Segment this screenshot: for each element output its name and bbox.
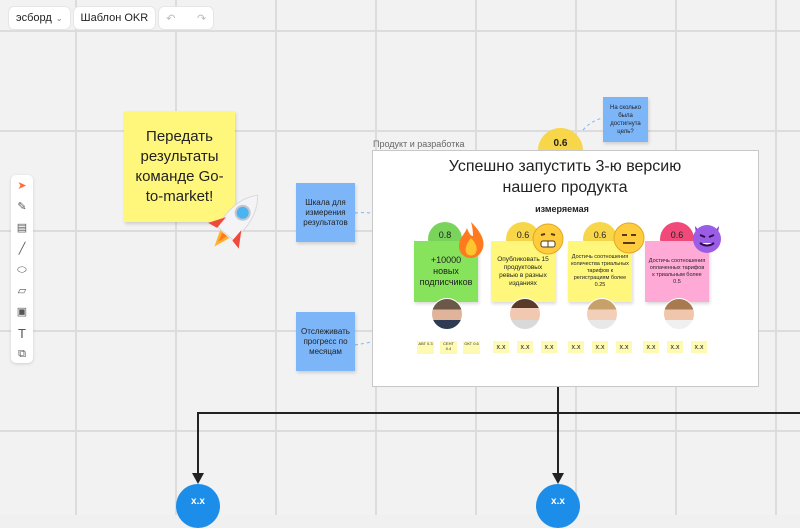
template-icon[interactable]: ▤ [16, 222, 28, 234]
kr4-text: Достичь соотношения оплаченных тарифов к… [648, 257, 706, 285]
progress-sticky[interactable]: х.х [517, 341, 533, 353]
progress-value: х.х [544, 343, 554, 351]
rocket-icon [208, 194, 258, 249]
progress-sticky[interactable]: х.х [643, 341, 659, 353]
progress-value: х.х [571, 343, 581, 351]
avatar [586, 298, 618, 330]
avatar [663, 298, 695, 330]
progress-sticky[interactable]: х.х [541, 341, 557, 353]
frame-label: Продукт и разработка [373, 139, 465, 149]
grimace-face-icon [532, 223, 564, 255]
kr3-score: 0.6 [593, 230, 607, 240]
progress-value: х.х [496, 343, 506, 351]
board-menu-button[interactable]: эсборд ⌄ [9, 7, 70, 29]
scale-sticky-text: Шкала для измерения результатов [303, 197, 348, 227]
undo-icon[interactable]: ↶ [166, 12, 176, 25]
shape-icon[interactable]: ⬭ [17, 264, 27, 276]
progress-value: х.х [520, 343, 530, 351]
question-sticky-text: На сколько была достигнута цель? [610, 104, 641, 135]
progress-value: х.х [595, 343, 605, 351]
kr4-sticky[interactable]: Достичь соотношения оплаченных тарифов к… [645, 241, 709, 302]
progress-value: х.х [646, 343, 656, 351]
devil-face-icon [693, 225, 721, 253]
template-name: Шаблон OKR [80, 12, 149, 24]
left-toolbar: ➤ ✎ ▤ ╱ ⬭ ▱ ▣ T ⧉ [11, 175, 33, 363]
kr2-score: 0.6 [516, 230, 530, 240]
frame-subtitle: измеряемая [535, 204, 589, 214]
kr1-text: +10000 новых подписчиков [419, 255, 473, 287]
progress-sticky[interactable]: х.х [592, 341, 608, 353]
progress-sticky[interactable]: х.х [568, 341, 584, 353]
track-sticky-text: Отслеживать прогресс по месяцам [301, 326, 350, 356]
track-sticky[interactable]: Отслеживать прогресс по месяцам [296, 312, 355, 371]
child-node-left[interactable]: х.х [176, 484, 220, 528]
month-label: СЕНТ 0.4 [443, 341, 454, 351]
kr1-sticky[interactable]: +10000 новых подписчиков [414, 241, 478, 302]
month-label: ОКТ 0.6 [464, 341, 479, 346]
sticky-icon[interactable]: ▱ [17, 285, 27, 297]
redo-icon[interactable]: ↷ [196, 12, 207, 25]
month-sticky[interactable]: АВГ 0.3 [417, 341, 434, 354]
goal-sticky-text: Передать результаты команде Go-to-market… [135, 127, 224, 205]
scale-sticky[interactable]: Шкала для измерения результатов [296, 183, 355, 242]
month-sticky[interactable]: ОКТ 0.6 [463, 341, 480, 354]
template-name-button[interactable]: Шаблон OKR [73, 7, 156, 29]
avatar [431, 298, 463, 330]
cursor-icon[interactable]: ➤ [17, 180, 27, 192]
progress-sticky[interactable]: х.х [667, 341, 683, 353]
kr1-score: 0.8 [438, 230, 452, 240]
month-label: АВГ 0.3 [418, 341, 433, 346]
text-icon[interactable]: T [18, 326, 26, 341]
board-name: эсборд [16, 12, 52, 24]
kr2-text: Опубликовать 15 продуктовых ревью в разн… [497, 255, 549, 287]
child-node-right[interactable]: х.х [536, 484, 580, 528]
progress-sticky[interactable]: х.х [616, 341, 632, 353]
chevron-down-icon: ⌄ [55, 13, 63, 23]
objective-score: 0.6 [553, 138, 568, 149]
progress-value: х.х [670, 343, 680, 351]
child-node-label: х.х [551, 496, 565, 507]
image-icon[interactable]: ▣ [16, 306, 28, 318]
progress-value: х.х [619, 343, 629, 351]
child-node-label: х.х [191, 496, 205, 507]
history-controls: ↶ ↷ [159, 7, 214, 29]
kr3-text: Достичь соотношения количества триальных… [571, 254, 629, 288]
neutral-face-icon [613, 222, 645, 254]
goal-sticky[interactable]: Передать результаты команде Go-to-market… [124, 111, 235, 222]
progress-sticky[interactable]: х.х [493, 341, 509, 353]
progress-value: х.х [694, 343, 704, 351]
progress-sticky[interactable]: х.х [691, 341, 707, 353]
kr4-score: 0.6 [670, 230, 684, 240]
question-sticky[interactable]: На сколько была достигнута цель? [603, 97, 648, 142]
avatar [509, 298, 541, 330]
month-sticky[interactable]: СЕНТ 0.4 [440, 341, 457, 354]
line-icon[interactable]: ╱ [18, 243, 26, 255]
pen-icon[interactable]: ✎ [17, 201, 27, 213]
top-bar: эсборд ⌄ Шаблон OKR ↶ ↷ [9, 7, 214, 29]
frame-title: Успешно запустить 3-ю версию нашего прод… [448, 158, 682, 196]
frame-icon[interactable]: ⧉ [18, 348, 26, 360]
fire-icon [459, 222, 484, 258]
